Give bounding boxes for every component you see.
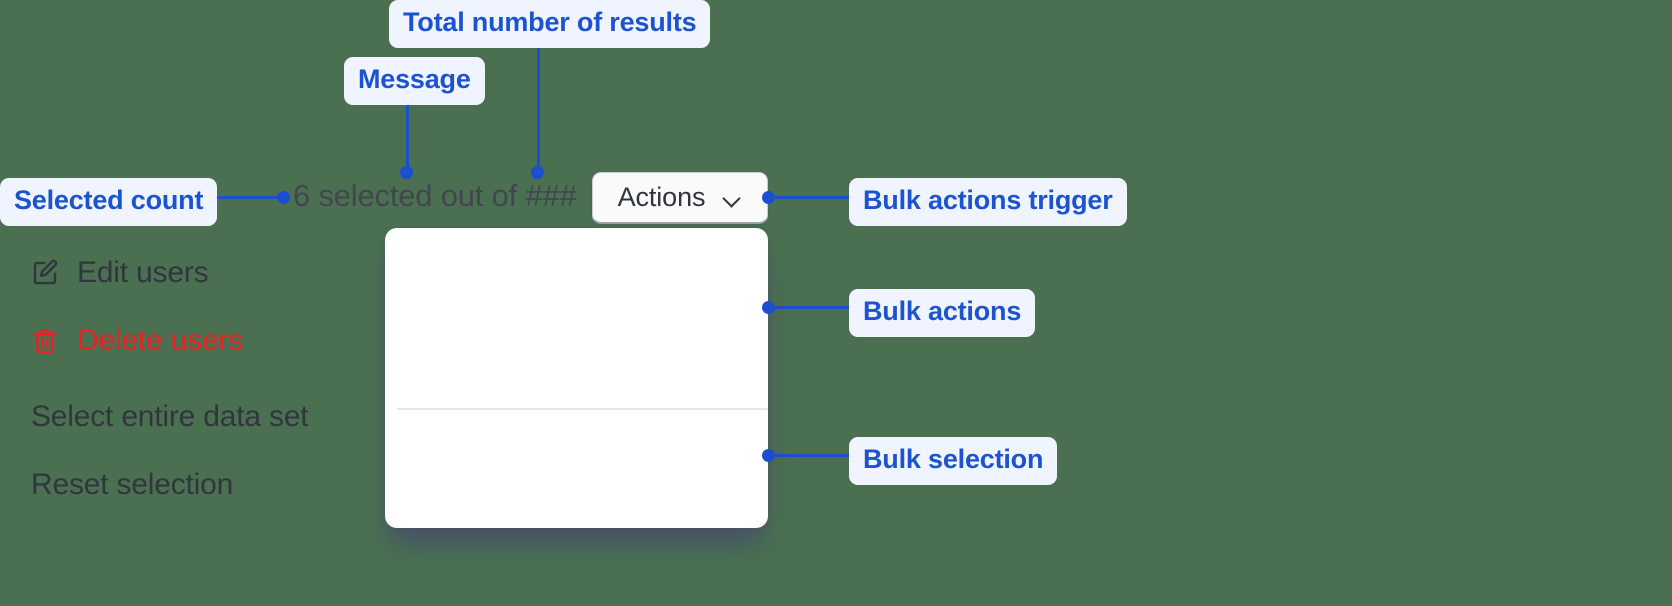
- menu-item-delete-users[interactable]: Delete users: [30, 324, 243, 358]
- callout-message: Message: [344, 57, 485, 105]
- selection-message: 6 selected out of ###: [293, 178, 577, 213]
- connector-dot-bulk-selection: [762, 449, 775, 462]
- bulk-actions-dropdown-panel: [385, 228, 768, 528]
- menu-item-reset-selection[interactable]: Reset selection: [31, 468, 233, 502]
- callout-bulk-actions: Bulk actions: [849, 289, 1036, 337]
- connector-dot-bulk-actions-trigger: [762, 191, 775, 204]
- menu-divider: [397, 408, 768, 410]
- callout-bulk-selection: Bulk selection: [849, 437, 1058, 485]
- connector-selected-count: [200, 196, 290, 199]
- bulk-actions-trigger-button[interactable]: Actions: [592, 172, 768, 224]
- callout-bulk-actions-trigger: Bulk actions trigger: [849, 178, 1127, 226]
- connector-bulk-actions: [768, 306, 856, 309]
- trash-icon: [30, 326, 60, 356]
- pencil-square-icon: [30, 258, 60, 288]
- menu-item-select-entire-data-set[interactable]: Select entire data set: [31, 400, 309, 434]
- chevron-down-icon: [723, 192, 742, 203]
- connector-total-results: [537, 38, 540, 172]
- menu-item-label: Edit users: [77, 256, 209, 289]
- menu-item-edit-users[interactable]: Edit users: [30, 256, 209, 290]
- connector-bulk-actions-trigger: [768, 196, 856, 199]
- connector-dot-bulk-actions: [762, 301, 775, 314]
- connector-dot-selected-count: [277, 191, 290, 204]
- bulk-actions-trigger-label: Actions: [617, 182, 706, 212]
- menu-item-label: Select entire data set: [31, 400, 309, 433]
- menu-item-label: Delete users: [77, 324, 244, 357]
- callout-total-results: Total number of results: [389, 0, 711, 48]
- connector-message: [406, 95, 409, 172]
- callout-selected-count: Selected count: [0, 178, 218, 226]
- connector-dot-message: [400, 166, 413, 179]
- connector-dot-total-results: [531, 166, 544, 179]
- menu-item-label: Reset selection: [31, 468, 234, 501]
- connector-bulk-selection: [768, 454, 856, 457]
